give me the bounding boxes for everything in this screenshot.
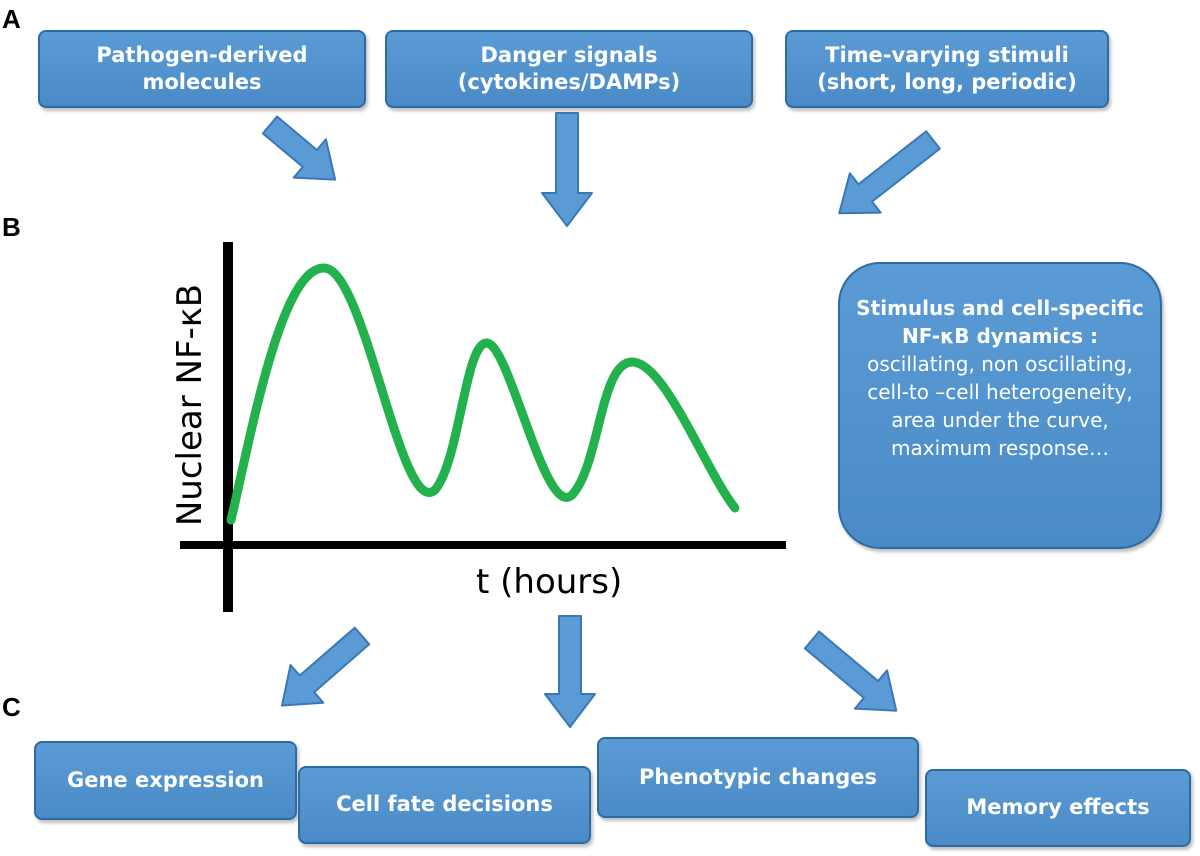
panel-label-a: A (2, 4, 21, 34)
y-axis-label: Nuclear NF-κB (170, 283, 210, 527)
dynamics-bold-text: Stimulus and cell-specific NF-κB dynamic… (856, 296, 1144, 348)
x-axis-label: t (hours) (476, 562, 623, 602)
memory-label: Memory effects (966, 795, 1150, 820)
phenotypic-changes-box: Phenotypic changes (597, 737, 919, 818)
nfkb-curve (226, 263, 740, 525)
danger-line1: Danger signals (480, 42, 658, 67)
dynamics-description-box: Stimulus and cell-specific NF-κB dynamic… (838, 262, 1162, 549)
pathogen-line1: Pathogen-derived (96, 42, 308, 67)
dynamics-rest-text: oscillating, non oscillating, cell-to –c… (867, 352, 1133, 460)
time-varying-stimuli-box: Time-varying stimuli (short, long, perio… (785, 30, 1109, 108)
cell-fate-box: Cell fate decisions (298, 766, 591, 844)
memory-effects-box: Memory effects (925, 769, 1191, 847)
panel-label-b: B (2, 212, 21, 242)
time-line1: Time-varying stimuli (825, 42, 1069, 67)
time-line2: (short, long, periodic) (817, 70, 1077, 94)
arrow-plot-to-gene-expression (281, 626, 371, 707)
pathogen-line2: molecules (142, 70, 262, 94)
arrow-stimuli-to-plot (838, 130, 941, 215)
phenotypic-label: Phenotypic changes (639, 764, 877, 789)
danger-line2: (cytokines/DAMPs) (457, 70, 681, 94)
arrow-danger-to-plot (541, 112, 593, 227)
arrow-pathogen-to-plot (261, 115, 337, 181)
panel-label-c: C (2, 692, 21, 722)
arrow-plot-to-phenotypic (803, 630, 898, 712)
pathogen-molecules-box: Pathogen-derived molecules (38, 30, 366, 108)
gene-expression-box: Gene expression (34, 741, 297, 820)
arrow-plot-to-cell-fate (544, 615, 596, 728)
gene-expression-label: Gene expression (67, 767, 264, 792)
cell-fate-label: Cell fate decisions (336, 792, 553, 817)
danger-signals-box: Danger signals (cytokines/DAMPs) (385, 30, 753, 108)
